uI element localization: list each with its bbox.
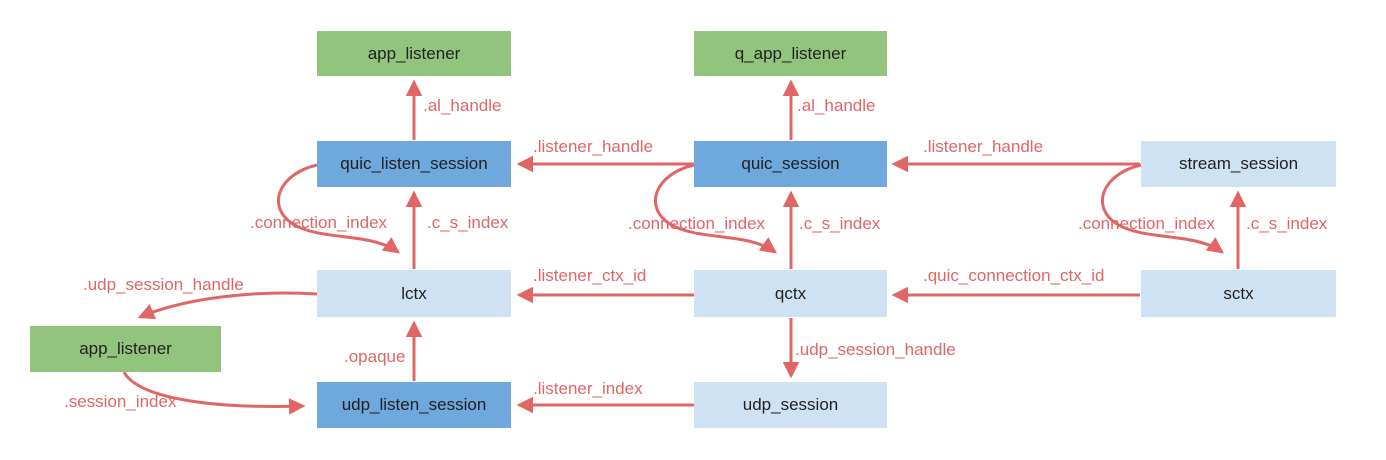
node-quic-session: quic_session bbox=[694, 141, 887, 187]
edge-label-connection-index-left: .connection_index bbox=[250, 213, 388, 232]
arrow-connection-index-left bbox=[276, 163, 401, 254]
node-lctx: lctx bbox=[317, 270, 511, 317]
edge-label-connection-index-right: .connection_index bbox=[1078, 214, 1216, 233]
node-app-listener-top: app_listener bbox=[317, 31, 511, 76]
node-udp-listen-session: udp_listen_session bbox=[317, 382, 511, 428]
arrow-connection-index-right bbox=[1100, 163, 1225, 254]
arrow-udp-session-handle-left bbox=[137, 291, 318, 320]
edge-label-udp-session-handle-mid: .udp_session_handle bbox=[795, 340, 956, 359]
edge-label-listener-handle-left: .listener_handle bbox=[533, 137, 654, 156]
edge-label-listener-handle-right: .listener_handle bbox=[923, 137, 1044, 156]
edge-label-listener-ctx-id: .listener_ctx_id bbox=[533, 266, 647, 285]
node-stream-session: stream_session bbox=[1141, 141, 1336, 187]
node-quic-listen-session: quic_listen_session bbox=[317, 141, 511, 187]
edge-label-listener-index: .listener_index bbox=[533, 379, 643, 398]
node-sctx: sctx bbox=[1141, 270, 1336, 317]
node-app-listener-bottom: app_listener bbox=[30, 326, 221, 372]
node-udp-session: udp_session bbox=[694, 382, 887, 428]
edge-label-quic-connection-ctx-id: .quic_connection_ctx_id bbox=[923, 266, 1105, 285]
edge-label-session-index: .session_index bbox=[64, 392, 177, 411]
edge-label-c-s-index-mid: .c_s_index bbox=[799, 214, 881, 233]
arrow-session-index bbox=[122, 371, 306, 415]
edge-label-connection-index-mid: .connection_index bbox=[628, 214, 766, 233]
edge-label-opaque: .opaque bbox=[344, 347, 406, 366]
edge-label-c-s-index-right: .c_s_index bbox=[1246, 214, 1328, 233]
edge-label-al-handle-left: .al_handle bbox=[423, 96, 502, 115]
node-qctx: qctx bbox=[694, 270, 887, 317]
edge-label-al-handle-mid: .al_handle bbox=[797, 96, 876, 115]
node-q-app-listener: q_app_listener bbox=[694, 31, 887, 76]
arrow-connection-index-mid bbox=[653, 163, 778, 254]
edge-label-c-s-index-left: .c_s_index bbox=[427, 213, 509, 232]
edge-label-udp-session-handle-left: .udp_session_handle bbox=[83, 275, 244, 294]
